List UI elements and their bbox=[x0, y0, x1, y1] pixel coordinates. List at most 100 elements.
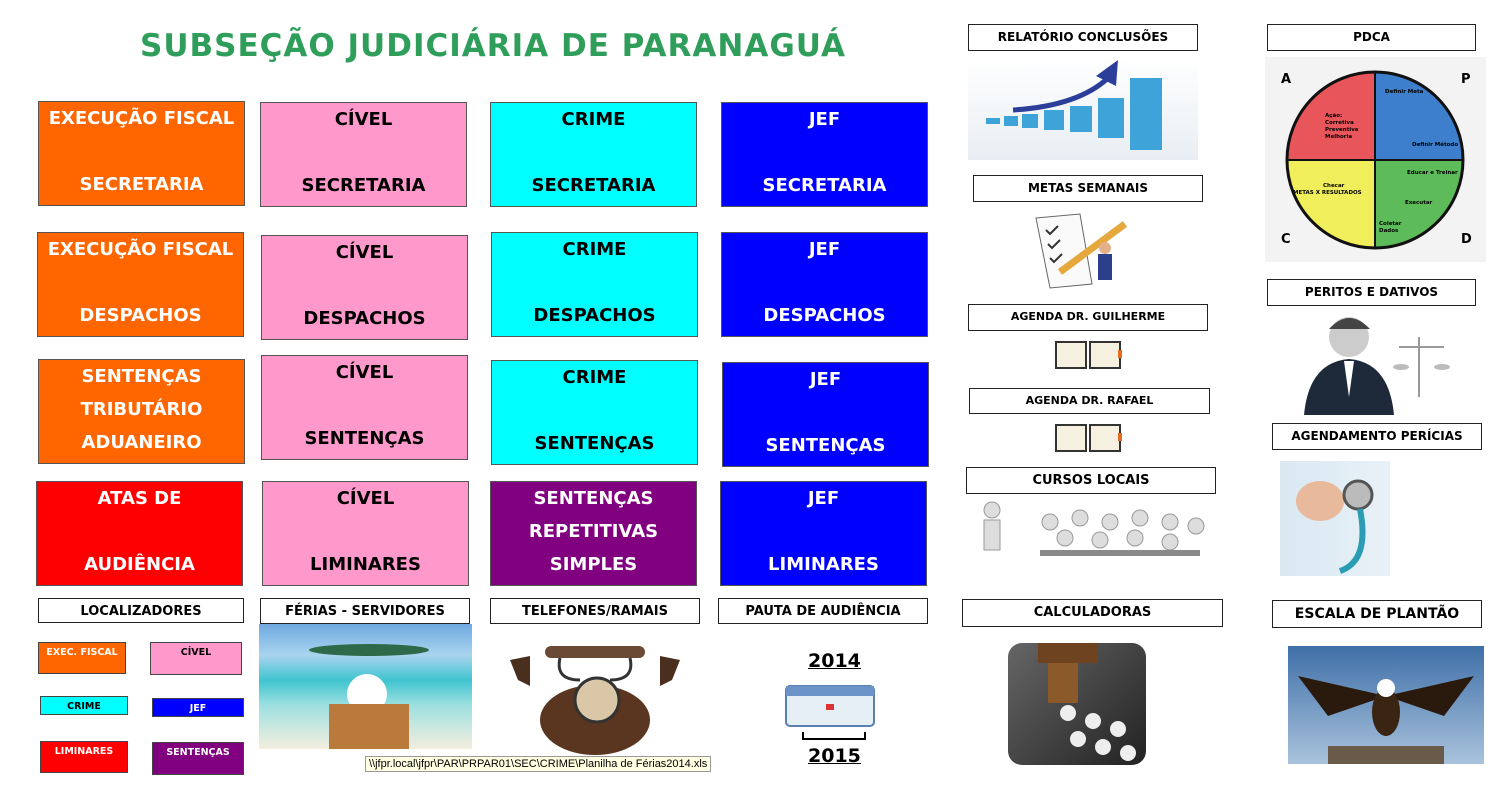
peritos-businessman-image[interactable] bbox=[1304, 307, 1454, 417]
localizador-liminares[interactable]: LIMINARES bbox=[40, 741, 128, 773]
tile-line: SENTENÇAS bbox=[534, 433, 655, 454]
tile-c-vel-liminares[interactable]: CÍVEL LIMINARES bbox=[262, 481, 469, 586]
tile-jef-secretaria[interactable]: JEF SECRETARIA bbox=[721, 102, 928, 207]
agenda-guilherme-book-icon[interactable] bbox=[1052, 338, 1124, 372]
pericias-doctor-image[interactable] bbox=[1280, 461, 1472, 576]
pdca-definir-metodo: Definir Método bbox=[1412, 141, 1458, 148]
tile-line: DESPACHOS bbox=[303, 308, 426, 329]
localizador-crime[interactable]: CRIME bbox=[40, 696, 128, 715]
tile-c-vel-senten-as[interactable]: CÍVEL SENTENÇAS bbox=[261, 355, 468, 460]
tile-crime-despachos[interactable]: CRIME DESPACHOS bbox=[491, 232, 698, 337]
telefones-ramais-button[interactable]: TELEFONES/RAMAIS bbox=[490, 598, 700, 624]
tile-line: EXECUÇÃO FISCAL bbox=[48, 108, 235, 129]
pauta-bracket bbox=[802, 732, 866, 740]
tile-line: JEF bbox=[807, 488, 840, 509]
calculator-gavel-image[interactable] bbox=[1008, 643, 1146, 765]
tile-line: DESPACHOS bbox=[763, 305, 886, 326]
agenda-rafael-button[interactable]: AGENDA DR. RAFAEL bbox=[969, 388, 1210, 414]
tile-c-vel-secretaria[interactable]: CÍVEL SECRETARIA bbox=[260, 102, 467, 207]
agendamento-pericias-button[interactable]: AGENDAMENTO PERÍCIAS bbox=[1272, 423, 1482, 450]
tile-line: SENTENÇAS bbox=[765, 435, 886, 456]
pdca-c: C bbox=[1281, 232, 1291, 247]
tile-line: DESPACHOS bbox=[533, 305, 656, 326]
agenda-rafael-book-icon[interactable] bbox=[1052, 421, 1124, 455]
tile-c-vel-despachos[interactable]: CÍVEL DESPACHOS bbox=[261, 235, 468, 340]
tile-jef-senten-as[interactable]: JEF SENTENÇAS bbox=[722, 362, 929, 467]
calculadoras-button[interactable]: CALCULADORAS bbox=[962, 599, 1223, 627]
pdca-definir-meta: Definir Meta bbox=[1385, 89, 1424, 95]
tile-line: CRIME bbox=[562, 239, 627, 260]
tile-senten-as-aduaneiro[interactable]: SENTENÇAS TRIBUTÁRIO ADUANEIRO bbox=[38, 359, 245, 464]
localizador-exec-fiscal[interactable]: EXEC. FISCAL bbox=[38, 642, 126, 674]
tile-atas-de-audi-ncia[interactable]: ATAS DE AUDIÊNCIA bbox=[36, 481, 243, 586]
pdca-button[interactable]: PDCA bbox=[1267, 24, 1476, 51]
tile-line: JEF bbox=[808, 239, 841, 260]
tile-line: SECRETARIA bbox=[79, 174, 204, 195]
pdca-a: A bbox=[1281, 72, 1291, 87]
pdca-corretiva: Corretiva bbox=[1325, 120, 1354, 126]
tile-line: AUDIÊNCIA bbox=[84, 554, 195, 575]
tile-line: SECRETARIA bbox=[531, 175, 656, 196]
pdca-melhoria: Melhoria bbox=[1325, 134, 1352, 140]
pdca-p: P bbox=[1461, 72, 1471, 87]
ferias-beach-image[interactable] bbox=[259, 624, 472, 749]
pdca-checar: Checar bbox=[1323, 183, 1345, 189]
pdca-d: D bbox=[1461, 232, 1472, 247]
tile-line: CRIME bbox=[561, 109, 626, 130]
tile-line: JEF bbox=[808, 109, 841, 130]
tile-execu-o-fiscal-despachos[interactable]: EXECUÇÃO FISCAL DESPACHOS bbox=[37, 232, 244, 337]
pdca-coletar: Coletar bbox=[1379, 221, 1402, 227]
cursos-locais-button[interactable]: CURSOS LOCAIS bbox=[966, 467, 1216, 494]
pauta-year-2015[interactable]: 2015 bbox=[808, 745, 861, 767]
tile-line: SENTENÇAS bbox=[533, 488, 654, 509]
pdca-dados: Dados bbox=[1379, 228, 1399, 234]
page-title: SUBSEÇÃO JUDICIÁRIA DE PARANAGUÁ bbox=[140, 28, 846, 64]
tile-line: JEF bbox=[809, 369, 842, 390]
agenda-guilherme-button[interactable]: AGENDA DR. GUILHERME bbox=[968, 304, 1208, 331]
tile-line: ADUANEIRO bbox=[81, 432, 202, 453]
cursos-classroom-image[interactable] bbox=[970, 498, 1215, 570]
tile-line: CÍVEL bbox=[334, 109, 393, 130]
pauta-year-2014[interactable]: 2014 bbox=[808, 650, 861, 672]
tile-crime-secretaria[interactable]: CRIME SECRETARIA bbox=[490, 102, 697, 207]
file-path-tooltip: \\jfpr.local\jfpr\PAR\PRPAR01\SEC\CRIME\… bbox=[365, 756, 712, 772]
metas-semanais-button[interactable]: METAS SEMANAIS bbox=[973, 175, 1203, 202]
localizador-jef[interactable]: JEF bbox=[152, 698, 244, 717]
escala-plantao-button[interactable]: ESCALA DE PLANTÃO bbox=[1272, 600, 1482, 628]
growth-chart-image[interactable] bbox=[968, 58, 1198, 160]
localizadores-label: LOCALIZADORES bbox=[38, 598, 244, 623]
relatorio-conclusoes-button[interactable]: RELATÓRIO CONCLUSÕES bbox=[968, 24, 1198, 51]
pauta-audiencia-button[interactable]: PAUTA DE AUDIÊNCIA bbox=[718, 598, 928, 624]
pdca-metas-resultados: METAS X RESULTADOS bbox=[1293, 190, 1362, 196]
tile-line: CÍVEL bbox=[336, 488, 395, 509]
localizador-sentencas[interactable]: SENTENÇAS bbox=[152, 742, 244, 775]
escala-eagle-image[interactable] bbox=[1288, 646, 1484, 764]
tile-jef-despachos[interactable]: JEF DESPACHOS bbox=[721, 232, 928, 337]
tile-line: TRIBUTÁRIO bbox=[80, 399, 203, 420]
tile-line: EXECUÇÃO FISCAL bbox=[47, 239, 234, 260]
pdca-executar: Executar bbox=[1405, 200, 1433, 206]
tile-line: SECRETARIA bbox=[301, 175, 426, 196]
tile-line: CÍVEL bbox=[335, 362, 394, 383]
metas-checklist-image[interactable] bbox=[1030, 212, 1140, 292]
tile-line: LIMINARES bbox=[310, 554, 421, 575]
calendar-icon[interactable] bbox=[782, 682, 878, 730]
peritos-dativos-button[interactable]: PERITOS E DATIVOS bbox=[1267, 279, 1476, 306]
tile-line: SENTENÇAS bbox=[81, 366, 202, 387]
tile-execu-o-fiscal-secretaria[interactable]: EXECUÇÃO FISCAL SECRETARIA bbox=[38, 101, 245, 206]
tile-line: CÍVEL bbox=[335, 242, 394, 263]
telefone-phone-image[interactable] bbox=[500, 640, 690, 755]
tile-line: SECRETARIA bbox=[762, 175, 887, 196]
tile-line: ATAS DE bbox=[97, 488, 182, 509]
localizador-civel[interactable]: CÍVEL bbox=[150, 642, 242, 675]
tile-line: SENTENÇAS bbox=[304, 428, 425, 449]
pdca-preventiva: Preventiva bbox=[1325, 127, 1359, 133]
pdca-acao: Ação: bbox=[1325, 113, 1342, 119]
tile-line: SIMPLES bbox=[549, 554, 638, 575]
tile-line: DESPACHOS bbox=[79, 305, 202, 326]
ferias-servidores-button[interactable]: FÉRIAS - SERVIDORES bbox=[260, 598, 470, 624]
